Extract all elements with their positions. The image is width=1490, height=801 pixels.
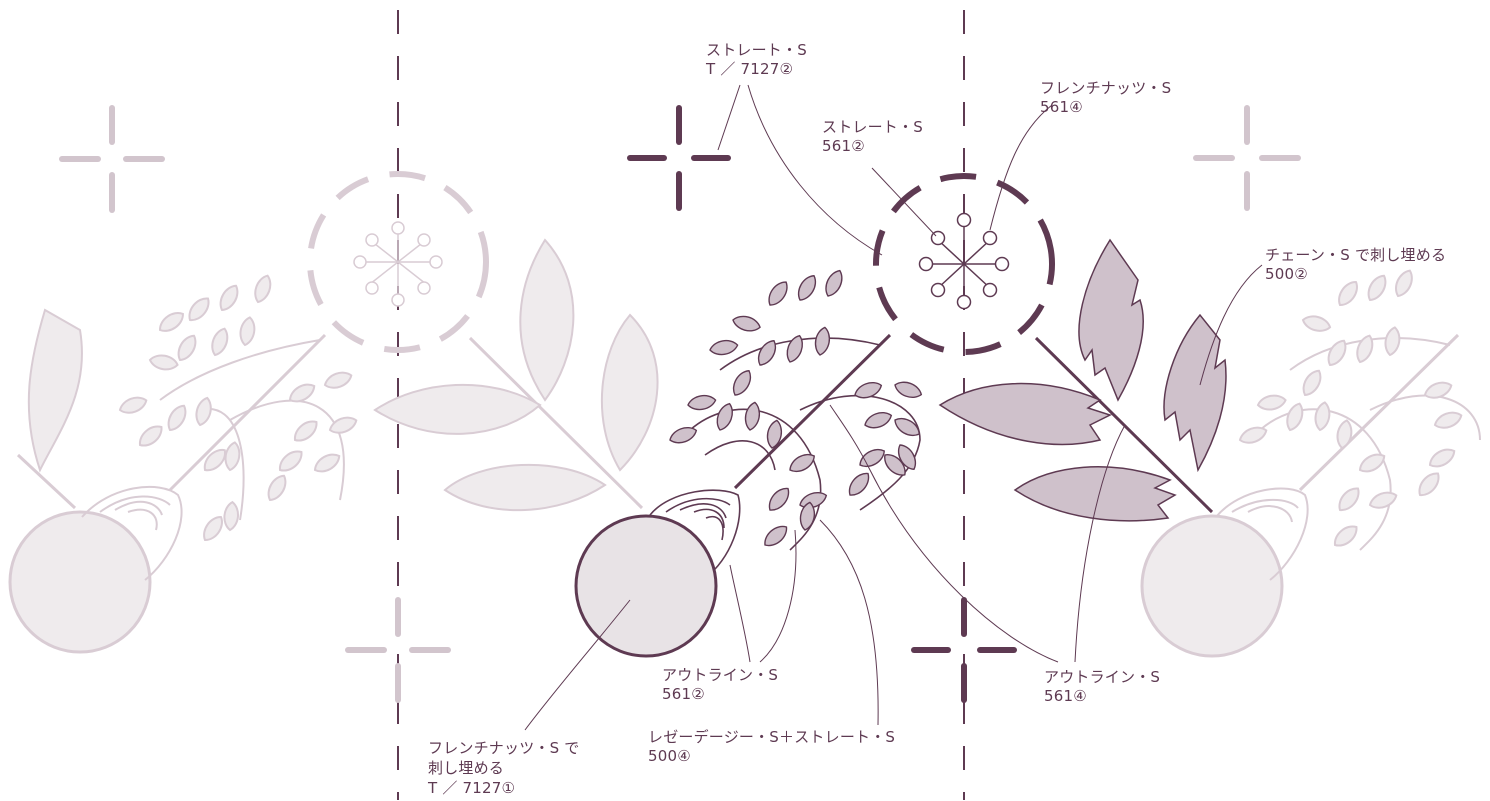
label-chain-500-line1: チェーン・S で刺し埋める	[1265, 246, 1447, 264]
leader-straight-561	[871, 167, 937, 237]
label-french-fill-line1: フレンチナッツ・S で	[428, 739, 580, 757]
label-outline-561-4: アウトライン・S 561④	[1044, 668, 1160, 706]
leader-straight-t-b	[747, 84, 883, 256]
registration-marks	[59, 105, 1301, 703]
ghost-flower-center-left	[353, 221, 443, 307]
label-outline-561-4-line2: 561④	[1044, 687, 1087, 705]
label-outline-561-2-line2: 561②	[662, 685, 705, 703]
label-french-561-line1: フレンチナッツ・S	[1040, 79, 1172, 97]
label-french-fill-line2: 刺し埋める	[428, 759, 505, 777]
leader-lazy-daisy	[819, 519, 879, 726]
label-lazy-daisy: レゼーデージー・S＋ストレート・S 500④	[648, 728, 895, 766]
cross-mark-center	[627, 105, 731, 211]
ghost-motif-left	[8, 171, 659, 654]
ghost-whisk-left	[81, 485, 183, 581]
label-straight-561-line2: 561②	[822, 137, 865, 155]
fern-leaves	[666, 267, 925, 551]
label-straight-t-line2: T ／ 7127②	[706, 60, 794, 78]
french-knot-circle	[574, 514, 718, 658]
whisk-stitches	[649, 489, 741, 579]
leader-outline-561-4-b	[1074, 424, 1126, 663]
ghost-leaves-left	[116, 272, 360, 545]
leader-french-fill	[524, 599, 631, 731]
label-outline-561-4-line1: アウトライン・S	[1044, 668, 1161, 686]
flower-ring	[873, 173, 1055, 355]
ghost-leaves-right	[1236, 266, 1465, 552]
ghost-flower-ring-left	[307, 171, 489, 353]
label-straight-561-line1: ストレート・S	[822, 118, 923, 136]
main-stem	[733, 333, 892, 490]
ghost-motif-right	[1140, 266, 1481, 658]
leader-straight-t-a	[717, 84, 741, 151]
cross-mark-bottom-right	[911, 597, 1017, 703]
label-chain-500: チェーン・S で刺し埋める 500②	[1265, 246, 1446, 284]
label-lazy-daisy-line2: 500④	[648, 747, 691, 765]
label-chain-500-line2: 500②	[1265, 265, 1308, 283]
leader-outline-561-4-a	[829, 404, 1059, 663]
label-straight-t: ストレート・S T ／ 7127②	[706, 41, 807, 79]
label-outline-561-2-line1: アウトライン・S	[662, 666, 779, 684]
chain-stitch-leaves	[938, 238, 1227, 522]
label-french-561-line2: 561④	[1040, 98, 1083, 116]
leader-lines	[524, 84, 1263, 731]
label-lazy-daisy-line1: レゼーデージー・S＋ストレート・S	[648, 728, 896, 746]
leader-outline-561-2	[729, 529, 797, 663]
cross-mark-ghost-left	[59, 105, 165, 213]
label-straight-561: ストレート・S 561②	[822, 118, 923, 156]
ghost-circle-left	[8, 510, 152, 654]
flower-center	[918, 212, 1010, 310]
leader-french-561	[989, 104, 1053, 231]
label-straight-t-line1: ストレート・S	[706, 41, 807, 59]
label-french-561: フレンチナッツ・S 561④	[1040, 79, 1171, 117]
label-outline-561-2: アウトライン・S 561②	[662, 666, 778, 704]
label-french-fill-line3: T ／ 7127①	[428, 779, 516, 797]
leader-chain-500	[1199, 264, 1263, 386]
cross-mark-ghost-bottom	[345, 597, 451, 703]
right-stem	[1034, 336, 1214, 514]
main-motif	[574, 173, 1227, 658]
cross-mark-ghost-right	[1193, 105, 1301, 211]
label-french-fill: フレンチナッツ・S で 刺し埋める T ／ 7127①	[428, 738, 580, 798]
ghost-circle-right	[1140, 514, 1284, 658]
